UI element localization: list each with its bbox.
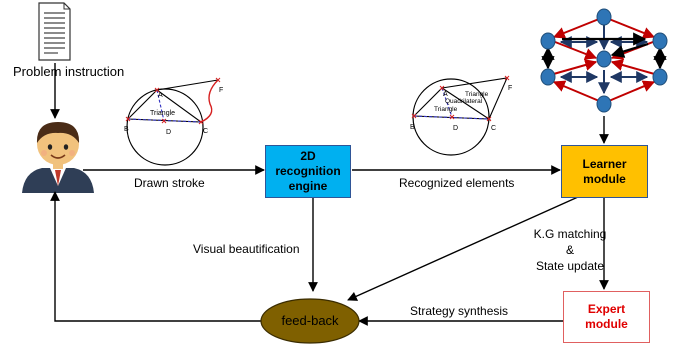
point-label-d: D <box>166 129 171 136</box>
point-label-f: F <box>219 87 223 94</box>
expert-module-box: Expert module <box>563 291 650 343</box>
learner-module-box: Learner module <box>561 145 648 198</box>
visual-beautification-label: Visual beautification <box>193 242 300 256</box>
feedback-label: feed-back <box>281 313 339 328</box>
recognition-engine-label-line2: recognition <box>275 164 341 178</box>
point-label-f: F <box>508 85 512 92</box>
point-label-a: A <box>443 91 448 98</box>
knowledge-graph-icon <box>540 8 668 113</box>
student-avatar-icon <box>22 122 94 193</box>
point-label-c: C <box>491 125 496 132</box>
point-label-d: D <box>453 125 458 132</box>
feedback-node <box>260 298 360 344</box>
recognized-elements-label: Recognized elements <box>399 176 515 190</box>
expert-module-label-line1: Expert <box>587 302 626 316</box>
point-label-b: B <box>410 124 415 131</box>
point-label-b: B <box>124 126 129 133</box>
recognized-sketch-figure: B A C D F Triangle Quadrilateral Triangl… <box>410 75 512 156</box>
shape-label-quadrilateral: Quadrilateral <box>445 98 483 105</box>
point-label-a: A <box>158 92 163 99</box>
recognition-engine-label-line1: 2D <box>300 149 316 163</box>
connectors <box>50 63 609 326</box>
learner-module-label-line2: module <box>583 171 626 186</box>
document-icon <box>38 2 71 61</box>
kg-matching-label: K.G matching <box>533 227 607 241</box>
shape-label-triangle: Triangle <box>434 106 458 113</box>
strategy-synthesis-label: Strategy synthesis <box>410 304 509 318</box>
problem-instruction-label: Problem instruction <box>13 64 125 79</box>
drawn-stroke-label: Drawn stroke <box>134 176 205 190</box>
learner-module-label-line1: Learner <box>582 156 627 171</box>
kg-matching-ampersand: & <box>565 243 574 257</box>
shape-label-triangle: Triangle <box>150 110 175 117</box>
point-label-c: C <box>203 128 208 135</box>
recognition-engine-label-line3: engine <box>288 179 328 193</box>
recognition-engine-box: 2D recognition engine <box>265 145 351 198</box>
shape-label-triangle: Triangle <box>465 91 489 98</box>
raw-sketch-figure: B A C D F Triangle <box>124 77 223 166</box>
state-update-label: State update <box>535 259 605 273</box>
expert-module-label-line2: module <box>585 317 628 331</box>
